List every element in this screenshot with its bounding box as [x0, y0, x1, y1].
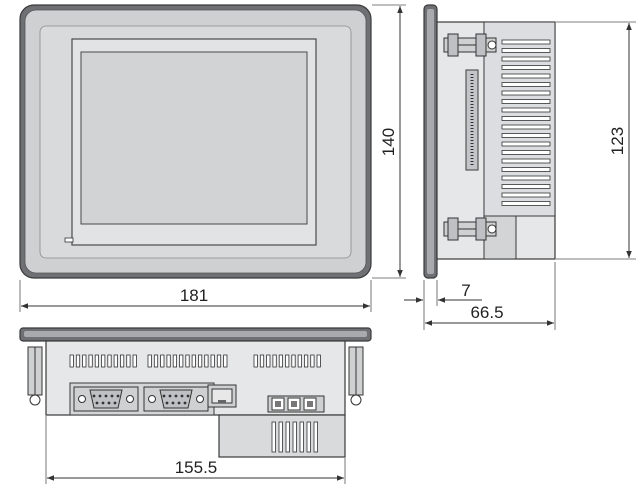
vent-slot — [82, 354, 87, 368]
vent-slot — [126, 354, 131, 368]
vent-slot — [501, 56, 551, 62]
vent-slot — [501, 133, 551, 138]
vent-slot — [271, 421, 276, 453]
vent-slot — [191, 354, 196, 368]
right-clamp — [348, 346, 364, 406]
vent-slot — [501, 90, 551, 96]
vent-slot — [316, 354, 321, 368]
dimension-140: 140 — [372, 4, 406, 279]
vent-slot — [88, 354, 93, 368]
vent-slot — [179, 354, 184, 368]
vent-slot — [501, 39, 551, 45]
vent-slot — [501, 124, 551, 130]
vent-slot — [101, 354, 106, 368]
vent-slot — [160, 354, 165, 368]
vent-slot — [204, 354, 209, 368]
vent-slot — [501, 141, 551, 147]
vent-slot — [310, 354, 315, 368]
vent-slot — [197, 354, 203, 368]
vent-slot — [501, 184, 551, 189]
vent-slot — [501, 167, 551, 172]
vent-slot — [501, 192, 551, 198]
vent-slot — [94, 354, 99, 368]
vent-slot — [69, 354, 74, 368]
vent-slot — [291, 354, 296, 368]
vent-slot — [272, 354, 277, 368]
bottom-vents — [69, 354, 321, 368]
vent-slot — [303, 354, 309, 368]
dim-label-155-5: 155.5 — [175, 458, 218, 477]
bottom-view — [19, 327, 372, 458]
vent-slot — [153, 354, 159, 368]
screen — [80, 51, 308, 225]
vent-slot — [75, 354, 81, 368]
vent-slot — [166, 354, 171, 368]
dim-label-123: 123 — [608, 127, 627, 155]
vent-slot — [501, 99, 551, 104]
vent-slot — [107, 354, 112, 368]
vent-slot — [223, 354, 228, 368]
dim-label-181: 181 — [180, 286, 208, 305]
dim-label-66-5: 66.5 — [470, 303, 503, 322]
status-led — [64, 237, 74, 243]
dimension-155-5: 155.5 — [45, 416, 346, 484]
serial-port-1 — [73, 386, 139, 412]
vent-slot — [132, 354, 137, 368]
vent-slot — [501, 150, 551, 155]
bottom-clamp — [443, 217, 497, 241]
side-vents — [501, 39, 551, 206]
vent-slot — [501, 158, 551, 164]
dim-label-7: 7 — [461, 281, 470, 300]
vent-slot — [259, 354, 265, 368]
power-terminal — [267, 395, 325, 413]
vent-slot — [501, 116, 551, 121]
vent-slot — [185, 354, 190, 368]
dimension-7: 7 — [404, 280, 482, 330]
vent-slot — [147, 354, 152, 368]
vent-slot — [278, 354, 284, 368]
vent-slot — [501, 175, 551, 181]
dimension-181: 181 — [19, 280, 372, 312]
vent-slot — [292, 421, 297, 453]
side-view — [423, 4, 556, 279]
vent-slot — [299, 421, 304, 453]
dimension-123: 123 — [556, 21, 636, 260]
vent-slot — [172, 354, 177, 368]
vent-slot — [113, 354, 118, 368]
vent-slot — [285, 354, 290, 368]
vent-slot — [501, 73, 551, 79]
vent-slot — [266, 354, 271, 368]
vent-slot — [253, 354, 258, 368]
left-clamp — [27, 346, 43, 406]
vent-slot — [501, 201, 551, 206]
vent-slot — [313, 421, 318, 453]
front-view — [19, 4, 372, 279]
vent-slot — [285, 421, 290, 453]
serial-port-2 — [143, 386, 209, 412]
ethernet-port — [207, 384, 237, 408]
top-clamp — [443, 33, 497, 57]
vent-slot — [501, 48, 551, 53]
vent-slot — [501, 65, 551, 70]
vent-slot — [216, 354, 222, 368]
vent-slot — [210, 354, 215, 368]
vent-slot — [297, 354, 302, 368]
dimension-66-5: 66.5 — [425, 262, 556, 330]
vent-slot — [501, 82, 551, 87]
vent-slot — [501, 107, 551, 113]
vent-slot — [120, 354, 125, 368]
dim-label-140: 140 — [379, 128, 398, 156]
vent-slot — [306, 421, 311, 453]
vent-slot — [278, 421, 283, 453]
